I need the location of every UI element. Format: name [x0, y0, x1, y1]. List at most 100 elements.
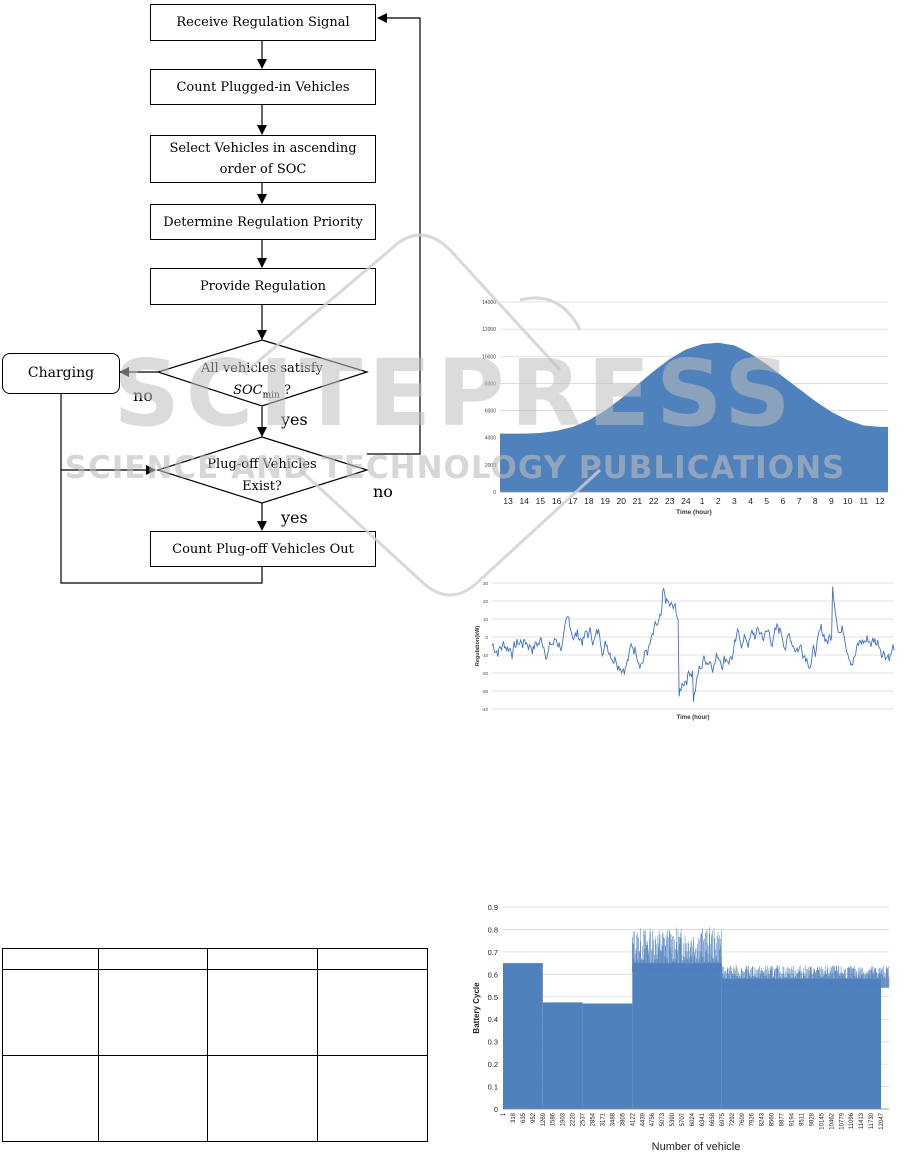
x-tick-label: 24	[681, 496, 691, 506]
x-axis-label: Time (hour)	[676, 509, 712, 516]
step-select-line2: order of SOC	[219, 162, 307, 177]
x-tick-label: 19	[600, 496, 610, 506]
table-cell	[2, 969, 99, 1056]
soc-subscript: min	[262, 390, 280, 401]
y-tick-label: 2000	[485, 463, 496, 469]
x-tick-label: 11	[859, 496, 868, 506]
x-tick-label: 4439	[640, 1112, 646, 1126]
x-tick-label: 21	[633, 496, 643, 506]
decision-plugoff-text: Plug-off Vehicles Exist?	[180, 454, 344, 498]
x-tick-label: 2537	[581, 1112, 587, 1126]
x-tick-label: 1903	[561, 1112, 567, 1126]
decision-soc-line2: SOCmin ?	[180, 380, 344, 407]
x-tick-label: 17	[568, 496, 578, 506]
y-tick-label: 0.3	[488, 1038, 498, 1047]
x-tick-label: 15	[536, 496, 546, 506]
y-tick-label: 0.5	[488, 993, 498, 1002]
x-tick-label: 4122	[630, 1112, 636, 1126]
table-cell	[2, 948, 99, 970]
regulation-series-line	[491, 586, 895, 702]
x-tick-label: 7292	[730, 1112, 736, 1126]
table-cell	[2, 1055, 99, 1142]
x-tick-label: 3171	[601, 1112, 607, 1126]
y-tick-label: 8000	[485, 381, 496, 387]
x-tick-label: 2220	[571, 1112, 577, 1126]
y-tick-label: -40	[481, 707, 488, 712]
charging-box: Charging	[2, 353, 120, 394]
x-tick-label: 3805	[620, 1112, 626, 1126]
step-count-plugged-in: Count Plugged-in Vehicles	[150, 69, 376, 105]
bar-segment	[582, 1003, 633, 1109]
y-tick-label: 0.6	[488, 970, 498, 979]
decision-plugoff-line1: Plug-off Vehicles	[207, 457, 317, 472]
x-tick-label: 22	[649, 496, 659, 506]
x-tick-label: 318	[511, 1112, 517, 1123]
x-tick-label: 12047	[879, 1112, 885, 1129]
x-tick-label: 5073	[660, 1112, 666, 1126]
x-tick-label: 5707	[680, 1112, 686, 1126]
x-tick-label: 5390	[670, 1112, 676, 1126]
y-tick-label: 4000	[485, 436, 496, 442]
x-tick-label: 5	[764, 496, 769, 506]
step-count-plugoff-out: Count Plug-off Vehicles Out	[150, 531, 376, 567]
x-tick-label: 11096	[849, 1112, 855, 1129]
bar-segment	[721, 978, 882, 1109]
y-tick-label: 14000	[482, 300, 496, 306]
y-tick-label: 0	[485, 635, 488, 640]
y-axis-label: Battery Cycle	[472, 982, 481, 1034]
step-select-vehicles: Select Vehicles in ascending order of SO…	[150, 135, 376, 183]
x-tick-label: 6975	[720, 1112, 726, 1126]
x-tick-label: 952	[531, 1112, 537, 1123]
y-tick-label: -10	[481, 653, 488, 658]
x-tick-label: 7926	[750, 1112, 756, 1126]
y-tick-label: 6000	[485, 409, 496, 415]
x-tick-label: 7	[797, 496, 802, 506]
y-tick-label: 30	[483, 581, 489, 586]
x-axis-label: Number of vehicle	[652, 1141, 741, 1153]
step-select-line1: Select Vehicles in ascending	[169, 141, 357, 156]
y-tick-label: 0.9	[488, 903, 498, 912]
x-tick-label: 1269	[541, 1112, 547, 1126]
y-tick-label: 0.2	[488, 1060, 498, 1069]
table-cell	[317, 1055, 428, 1142]
x-tick-label: 14	[520, 496, 530, 506]
table-row	[2, 1055, 428, 1142]
y-tick-label: 10000	[482, 354, 496, 360]
y-tick-label: 0.7	[488, 948, 498, 957]
y-axis-label: Regulation(kW)	[475, 626, 481, 666]
y-tick-label: -30	[481, 689, 488, 694]
x-tick-label: 9194	[790, 1112, 796, 1126]
x-tick-label: 4	[748, 496, 753, 506]
table-cell	[207, 948, 318, 970]
x-tick-label: 12	[875, 496, 885, 506]
x-tick-label: 6341	[700, 1112, 706, 1126]
x-tick-label: 2	[716, 496, 721, 506]
label-yes-soc: yes	[281, 410, 308, 429]
x-tick-label: 4756	[650, 1112, 656, 1126]
x-tick-label: 11730	[869, 1112, 875, 1129]
x-tick-label: 6658	[710, 1112, 716, 1126]
x-tick-label: 8560	[770, 1112, 776, 1126]
x-tick-label: 9828	[809, 1112, 815, 1126]
x-tick-label: 6	[781, 496, 786, 506]
bar-segment	[542, 1002, 583, 1109]
label-yes-plugoff: yes	[281, 508, 308, 527]
y-tick-label: 0.1	[488, 1083, 498, 1092]
bar-segment	[632, 963, 722, 1109]
x-tick-label: 1586	[551, 1112, 557, 1126]
label-no-charging: no	[133, 386, 153, 405]
y-tick-label: 0	[493, 490, 496, 496]
bar-segment	[503, 963, 543, 1109]
table-header-row	[2, 948, 428, 970]
decision-soc-text: All vehicles satisfy SOCmin ?	[180, 358, 344, 407]
table-cell	[207, 969, 318, 1056]
y-tick-label: 0.4	[488, 1015, 498, 1024]
x-tick-label: 18	[584, 496, 594, 506]
x-tick-label: 10	[843, 496, 853, 506]
x-tick-label: 1	[700, 496, 705, 506]
x-tick-label: 10462	[829, 1112, 835, 1129]
x-tick-label: 10145	[819, 1112, 825, 1129]
x-tick-label: 3	[732, 496, 737, 506]
x-tick-label: 2854	[591, 1112, 597, 1126]
